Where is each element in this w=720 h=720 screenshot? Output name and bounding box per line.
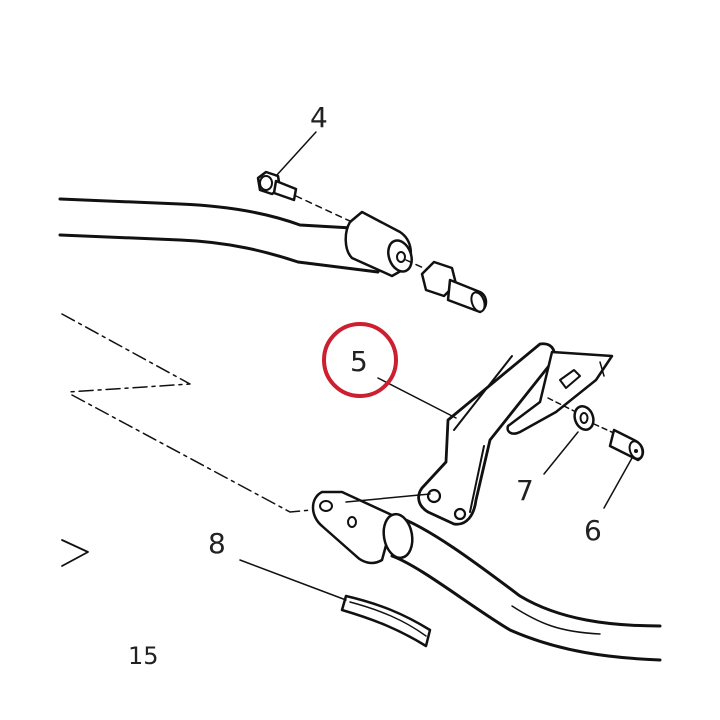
page-number: 15 — [128, 642, 159, 670]
bracket-5 — [417, 342, 614, 526]
bolt-4-axis-line — [295, 195, 353, 223]
washer-7 — [547, 397, 595, 431]
lower-tube — [311, 490, 662, 662]
callout-8: 8 — [208, 527, 226, 560]
callout-6: 6 — [584, 514, 602, 547]
leader-6 — [603, 457, 633, 509]
fold-chevron — [61, 539, 89, 567]
leader-5 — [377, 377, 457, 419]
leader-8 — [239, 559, 347, 601]
highlight-circle-5 — [322, 322, 398, 398]
callout-7: 7 — [516, 474, 534, 507]
threaded-stud — [405, 259, 488, 314]
center-lines — [61, 313, 313, 513]
callout-4: 4 — [310, 101, 328, 134]
callout-5: 5 — [350, 345, 368, 378]
leader-7 — [543, 431, 579, 475]
bolt-4 — [256, 170, 298, 202]
pin-6 — [593, 423, 645, 462]
upper-bushing — [344, 210, 413, 278]
upper-tube — [58, 197, 380, 274]
strip-8 — [340, 594, 432, 648]
leader-4 — [275, 131, 317, 177]
